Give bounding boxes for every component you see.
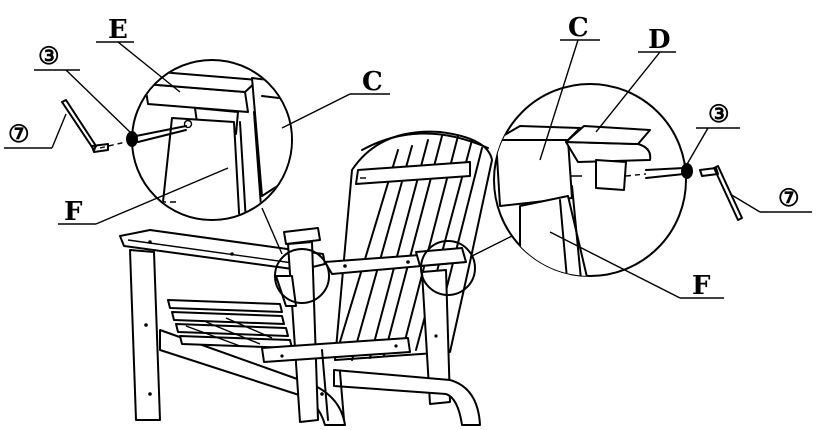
front-left-leg (129, 249, 161, 421)
detail-circle-left (274, 248, 330, 304)
left-detail-zoom (61, 59, 293, 221)
part-labels: E ③ ⑦ C F C D ③ ⑦ F (8, 13, 800, 301)
allen-key-icon (699, 165, 743, 221)
leader-right (471, 235, 513, 257)
label-leaders (4, 39, 812, 299)
left-arm-support (283, 227, 321, 245)
carriage-bolt-icon (126, 125, 187, 147)
seat-slats (167, 299, 293, 349)
carriage-bolt-icon (645, 163, 693, 179)
label-part-f-right: F (692, 271, 711, 301)
center-leg (287, 241, 319, 423)
label-item-7-right: ⑦ (778, 183, 800, 212)
right-detail-zoom (493, 83, 743, 277)
rear-lower-brace (261, 337, 411, 363)
detail-circle-right (420, 240, 476, 296)
backrest-top-curve (361, 132, 489, 151)
label-item-3-right: ③ (708, 99, 730, 128)
right-side-rail (333, 369, 481, 426)
leader-left (261, 207, 283, 255)
adirondack-chair (119, 130, 493, 426)
label-part-e: E (108, 15, 128, 45)
allen-key-icon (61, 99, 109, 153)
label-item-3-left: ③ (38, 41, 60, 70)
back-upper-brace (355, 161, 471, 185)
label-part-d: D (648, 25, 671, 55)
label-part-c-left: C (362, 67, 383, 97)
label-part-f-left: F (64, 197, 83, 227)
label-item-7-left: ⑦ (8, 119, 30, 148)
label-part-c-center: C (568, 13, 589, 43)
